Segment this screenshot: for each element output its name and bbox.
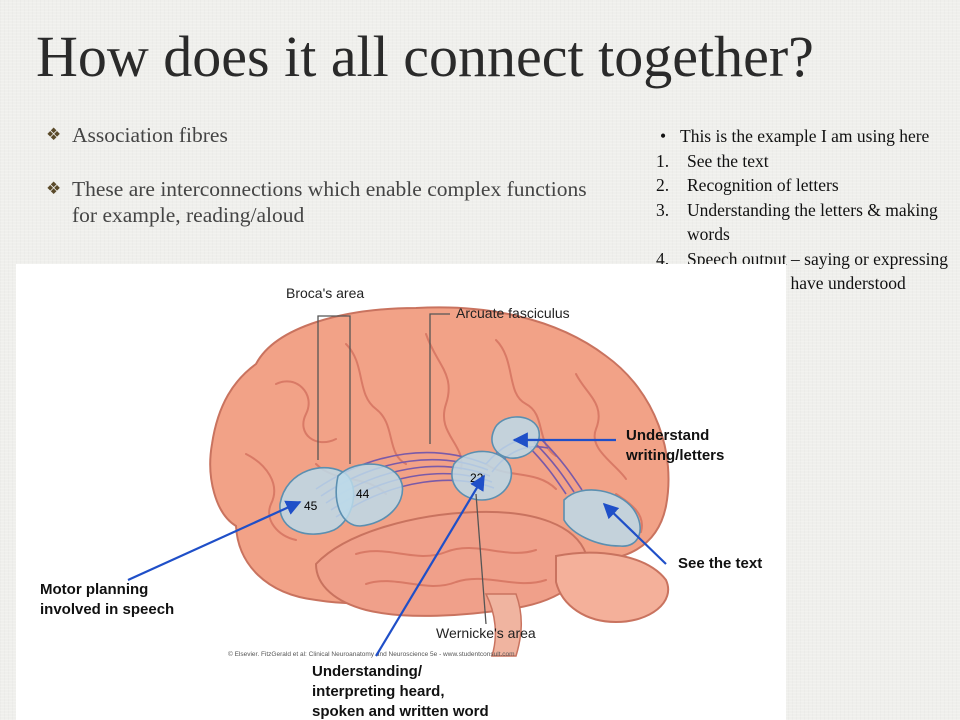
annotation-arrows	[127, 432, 667, 657]
area-22-wernicke: 22	[451, 450, 513, 501]
understand-writing-label-line2: writing/letters	[625, 447, 724, 464]
step-number: 1.	[656, 150, 670, 171]
step-text: Recognition of letters	[687, 175, 839, 195]
broca-area-label: Broca's area	[286, 285, 364, 301]
see-text-label: See the text	[678, 555, 762, 572]
arrow-interpreting	[375, 474, 485, 657]
arrow-see-text	[602, 502, 667, 565]
bullet-item: ❖ Association fibres	[46, 122, 606, 148]
understand-writing-label: Understand	[626, 427, 709, 444]
step-item: 3. Understanding the letters & making wor…	[656, 198, 956, 247]
page-title: How does it all connect together?	[36, 24, 814, 89]
bullet-text: These are interconnections which enable …	[72, 177, 587, 227]
figure-credit: © Elsevier. FitzGerald et al: Clinical N…	[228, 650, 515, 658]
area-44-label: 44	[356, 487, 370, 501]
visual-cortex-area	[563, 489, 641, 547]
interpreting-label: Understanding/	[312, 663, 423, 680]
area-44: 44	[335, 463, 404, 527]
diamond-bullet-icon: ❖	[46, 125, 62, 144]
example-lead: • This is the example I am using here	[656, 124, 956, 149]
brainstem-shape	[484, 593, 523, 657]
wernicke-area-label: Wernicke's area	[436, 625, 536, 641]
step-item: 2. Recognition of letters	[656, 173, 956, 198]
step-number: 2.	[656, 175, 670, 195]
leader-lines	[317, 313, 487, 625]
step-item: 1. See the text	[656, 149, 956, 174]
step-number: 4.	[656, 248, 670, 269]
arcuate-fasciculus-label: Arcuate fasciculus	[456, 305, 570, 321]
area-45-label: 45	[304, 499, 318, 513]
brain-illustration	[209, 306, 670, 657]
step-text: See the text	[687, 150, 769, 171]
interpreting-label-line2: interpreting heard,	[312, 683, 445, 700]
brain-diagram: 45 44 22 Broca's area Arcuate fasciculus…	[16, 264, 786, 720]
arrow-motor-planning	[127, 500, 302, 582]
diamond-bullet-icon: ❖	[46, 179, 62, 198]
example-lead-text: This is the example I am using here	[680, 126, 930, 146]
bullet-dot-icon: •	[660, 126, 667, 146]
bullet-text: Association fibres	[72, 123, 228, 147]
cerebellum-shape	[555, 551, 669, 624]
motor-planning-label: Motor planning	[40, 581, 148, 598]
bullet-item: ❖ These are interconnections which enabl…	[46, 176, 606, 228]
step-number: 3.	[656, 199, 670, 220]
brain-diagram-svg: 45 44 22 Broca's area Arcuate fasciculus…	[40, 285, 762, 720]
interpreting-label-line3: spoken and written word	[312, 703, 489, 720]
motor-planning-label-line2: involved in speech	[40, 601, 174, 618]
bullet-list: ❖ Association fibres ❖ These are interco…	[46, 122, 606, 256]
step-text: Understanding the letters & making words	[687, 199, 938, 245]
